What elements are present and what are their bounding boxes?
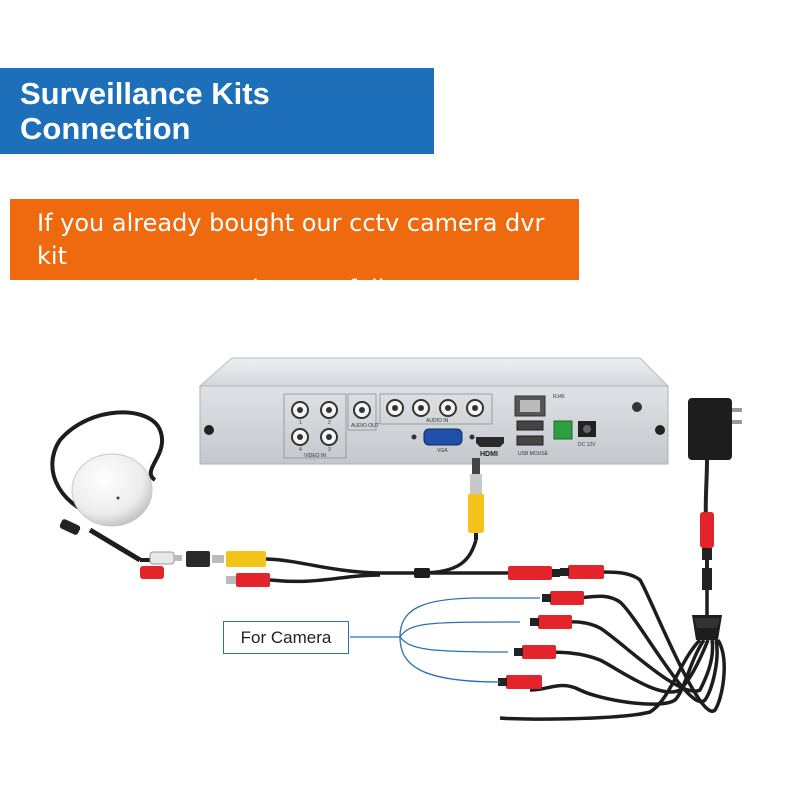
subtitle-line-1: If you already bought our cctv camera dv… bbox=[37, 209, 545, 270]
bnc-video-ports[interactable] bbox=[291, 401, 338, 446]
port-number-1: 1 bbox=[299, 420, 302, 426]
screw-icon bbox=[655, 425, 665, 435]
page-title: Surveillance Kits Connection bbox=[20, 76, 270, 146]
port-number-2: 2 bbox=[328, 420, 331, 426]
camera-power-plugs bbox=[498, 565, 604, 689]
screw-icon bbox=[204, 425, 214, 435]
hdmi-port[interactable] bbox=[476, 437, 504, 447]
hdmi-label: HDMI bbox=[480, 451, 498, 458]
audio-in-label: AUDIO IN bbox=[426, 418, 449, 424]
power-plug bbox=[700, 512, 714, 548]
usb-port-1[interactable] bbox=[516, 420, 544, 431]
power-adapter bbox=[688, 398, 742, 590]
for-camera-label: For Camera bbox=[223, 621, 349, 654]
port-number-4: 4 bbox=[299, 447, 302, 453]
subtitle-text: If you already bought our cctv camera dv… bbox=[37, 207, 579, 306]
alarm-terminal[interactable] bbox=[553, 420, 573, 440]
dc-label: DC 12V bbox=[578, 442, 596, 448]
video-in-label: VIDEO IN bbox=[304, 453, 326, 459]
mic-hole-icon bbox=[116, 496, 120, 500]
usb-label: USB MOUSE bbox=[518, 451, 549, 457]
subtitle-line-2: you can connect them as follows bbox=[37, 275, 432, 303]
title-line-2: Connection bbox=[20, 111, 191, 146]
camera-leader-lines bbox=[350, 597, 540, 683]
rj45-label: RJ45 bbox=[553, 394, 565, 400]
usb-port-2[interactable] bbox=[516, 435, 544, 446]
title-line-1: Surveillance Kits bbox=[20, 76, 270, 111]
power-splitter bbox=[499, 570, 726, 721]
audio-microphone bbox=[50, 410, 270, 587]
audio-in-ports[interactable] bbox=[386, 399, 484, 417]
ground-screw-icon bbox=[632, 402, 642, 412]
port-number-3: 3 bbox=[328, 447, 331, 453]
vga-port[interactable] bbox=[423, 428, 463, 446]
title-banner: Surveillance Kits Connection bbox=[0, 68, 434, 154]
siamese-cable bbox=[265, 539, 508, 584]
subtitle-banner: If you already bought our cctv camera dv… bbox=[10, 199, 579, 303]
audio-out-label: AUDIO OUT bbox=[351, 423, 379, 429]
dvr-recorder: 1 2 4 3 VIDEO IN AUDIO OUT AUDIO IN VGA … bbox=[198, 357, 670, 465]
dvr-power-plug bbox=[508, 566, 552, 580]
vga-label: VGA bbox=[437, 448, 448, 454]
video-rca-plug bbox=[468, 458, 484, 540]
